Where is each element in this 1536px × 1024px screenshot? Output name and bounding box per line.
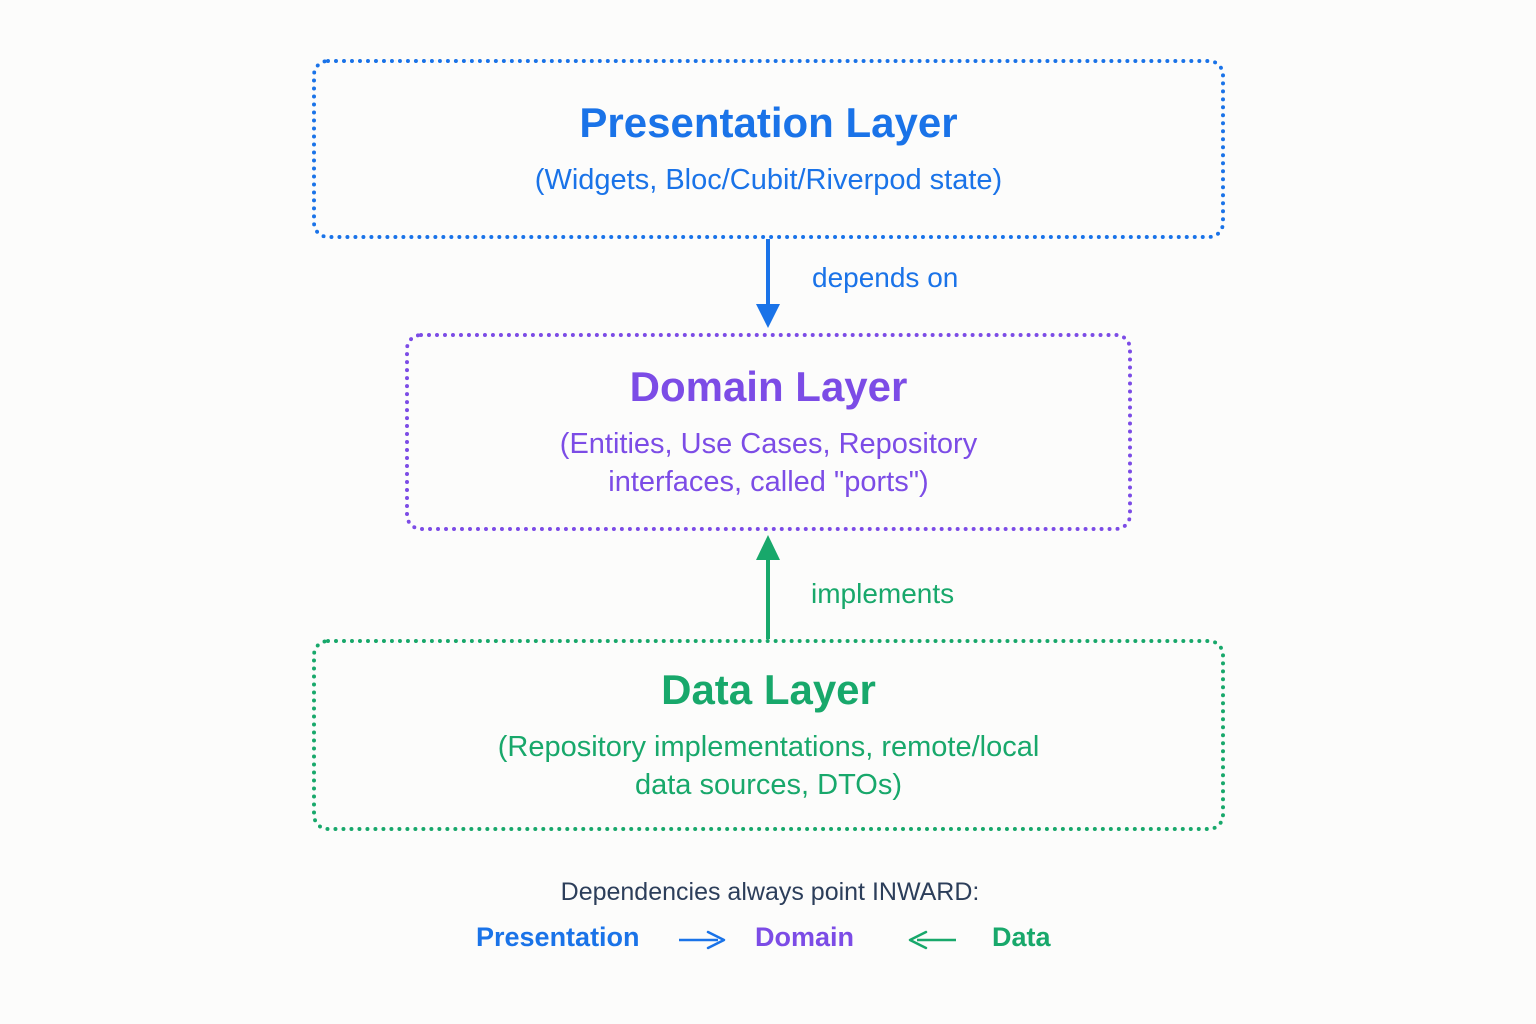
legend-presentation: Presentation [476, 922, 640, 952]
legend-left-arrow [908, 930, 956, 950]
legend-caption: Dependencies always point INWARD: [560, 878, 980, 906]
presentation-layer-title: Presentation Layer [579, 98, 958, 146]
data-layer-title: Data Layer [661, 665, 876, 713]
presentation-layer-box: Presentation Layer (Widgets, Bloc/Cubit/… [312, 59, 1225, 239]
domain-layer-subtitle: (Entities, Use Cases, Repository interfa… [559, 428, 978, 499]
legend-domain: Domain [755, 922, 855, 952]
implements-label: implements [811, 578, 955, 609]
domain-layer-box: Domain Layer (Entities, Use Cases, Repos… [405, 333, 1132, 531]
data-layer-box: Data Layer (Repository implementations, … [312, 639, 1225, 831]
implements-arrow [756, 535, 780, 639]
legend-data: Data [992, 922, 1051, 952]
domain-layer-title: Domain Layer [629, 362, 908, 410]
presentation-layer-subtitle: (Widgets, Bloc/Cubit/Riverpod state) [534, 164, 1003, 197]
legend-right-arrow [679, 930, 726, 950]
data-layer-subtitle: (Repository implementations, remote/loca… [497, 731, 1040, 802]
depends-on-arrow [756, 239, 780, 328]
depends-on-label: depends on [812, 262, 959, 293]
